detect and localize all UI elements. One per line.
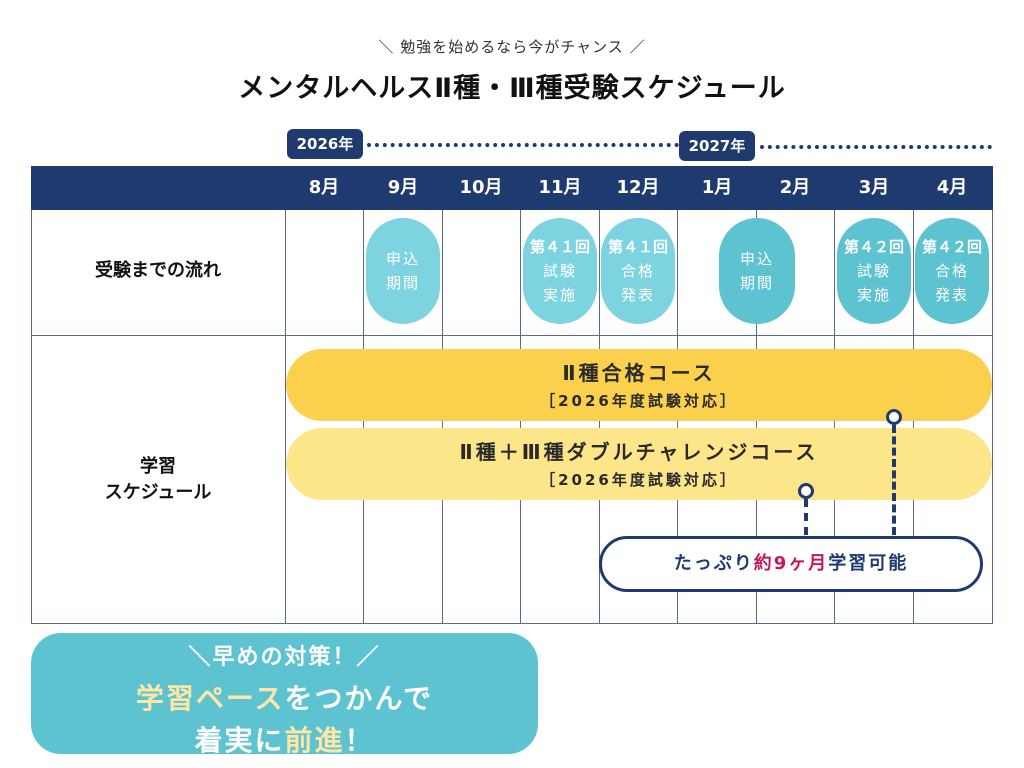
page-title: メンタルヘルスⅡ種・Ⅲ種受験スケジュール [238, 73, 786, 104]
banner-line3-a: 着実に [194, 724, 285, 757]
course-level2-bar: Ⅱ種合格コース ［2026年度試験対応］ [286, 349, 992, 421]
month-jan: 1月 [701, 177, 733, 198]
flow-result-bottom: 発表 [620, 286, 655, 304]
study-period-callout: たっぷり約9ヶ月学習可能 [599, 536, 983, 592]
schedule-grid [31, 210, 993, 624]
banner-highlight-pace: 学習ペース [135, 682, 285, 715]
banner-line1: ＼早めの対策！／ [188, 645, 381, 670]
month-apr: 4月 [936, 177, 968, 198]
month-feb: 2月 [779, 177, 811, 198]
row-label-study: 学習 スケジュール [31, 454, 285, 506]
month-aug: 8月 [308, 177, 340, 198]
month-nov: 11月 [538, 177, 582, 198]
timeline-dots-2027 [760, 145, 992, 149]
flow-exam-41: 第４１回 試験 実施 [523, 218, 597, 324]
course-level2-connector [892, 425, 896, 535]
course-double-bar: Ⅱ種＋Ⅲ種ダブルチャレンジコース ［2026年度試験対応］ [286, 428, 992, 500]
course-level2-name: Ⅱ種合格コース [562, 361, 716, 385]
course-double-end-marker [798, 483, 814, 499]
month-mar: 3月 [858, 177, 890, 198]
banner-line2: 学習ペースをつかんで [31, 677, 538, 717]
row-divider [31, 335, 993, 336]
flow-apply-bottom: 期間 [385, 274, 420, 292]
flow-result-41: 第４１回 合格 発表 [601, 218, 675, 324]
flow-result-bottom: 発表 [934, 286, 969, 304]
banner-line3-c: ！ [344, 724, 375, 757]
flow-result-head: 第４２回 [921, 238, 982, 256]
flow-apply-bottom: 期間 [739, 274, 774, 292]
flow-exam-bottom: 実施 [542, 286, 577, 304]
row-label-flow: 受験までの流れ [95, 260, 221, 281]
subtitle-left-mark: ＼ [378, 38, 395, 56]
course-double-sub: ［2026年度試験対応］ [540, 471, 738, 489]
flow-apply-period-1: 申込 期間 [366, 218, 440, 324]
flow-exam-head: 第４１回 [529, 238, 590, 256]
flow-exam-top: 試験 [856, 262, 891, 280]
year-badge-2027: 2027年 [679, 131, 755, 161]
timeline-dots-2026 [367, 143, 679, 147]
month-header: 8月 9月 10月 11月 12月 1月 2月 3月 4月 [31, 166, 993, 210]
subtitle-text: 勉強を始めるなら今がチャンス [400, 38, 624, 56]
callout-pre: たっぷり [673, 553, 754, 574]
flow-apply-period-2: 申込 期間 [719, 218, 795, 324]
course-level2-end-marker [886, 409, 902, 425]
flow-exam-bottom: 実施 [856, 286, 891, 304]
col-divider [285, 210, 286, 624]
callout-highlight: 約9ヶ月 [753, 553, 829, 574]
flow-result-top: 合格 [620, 262, 655, 280]
row-label-study-line1: 学習 [140, 456, 176, 477]
month-sep: 9月 [387, 177, 419, 198]
flow-result-42: 第４２回 合格 発表 [915, 218, 989, 324]
banner-line2-rest: をつかんで [284, 682, 434, 715]
flow-result-top: 合格 [934, 262, 969, 280]
subtitle-right-mark: ／ [629, 38, 646, 56]
callout-post: 学習可能 [828, 553, 909, 574]
flow-apply-top: 申込 [739, 250, 774, 268]
month-dec: 12月 [616, 177, 660, 198]
flow-exam-42: 第４２回 試験 実施 [837, 218, 911, 324]
flow-apply-top: 申込 [385, 250, 420, 268]
flow-exam-head: 第４２回 [843, 238, 904, 256]
year-badge-2026: 2026年 [287, 129, 363, 159]
banner-highlight-forward: 前進 [284, 724, 345, 757]
flow-exam-top: 試験 [542, 262, 577, 280]
row-label-study-line2: スケジュール [104, 482, 212, 503]
banner-line3: 着実に前進！ [31, 719, 538, 759]
course-double-connector [804, 499, 808, 535]
promo-banner: ＼早めの対策！／ 学習ペースをつかんで 着実に前進！ [31, 633, 538, 757]
page-subtitle: ＼ 勉強を始めるなら今がチャンス ／ [0, 36, 1024, 57]
course-double-name: Ⅱ種＋Ⅲ種ダブルチャレンジコース [459, 440, 819, 464]
flow-result-head: 第４１回 [607, 238, 668, 256]
course-level2-sub: ［2026年度試験対応］ [540, 392, 738, 410]
month-oct: 10月 [459, 177, 503, 198]
